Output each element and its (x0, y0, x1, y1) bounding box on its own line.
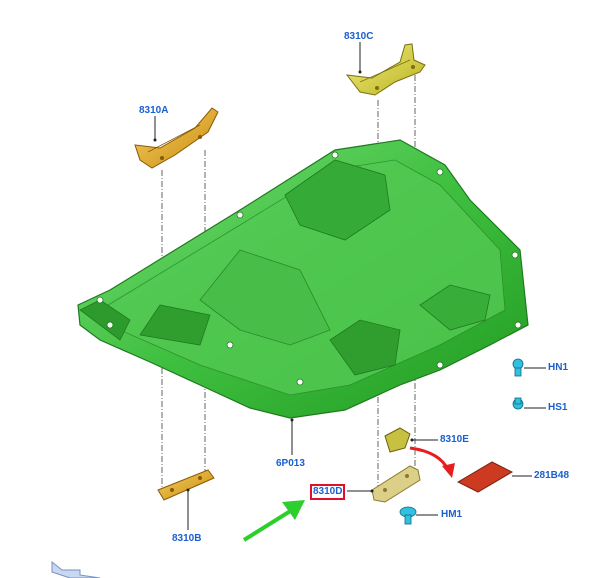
pad-281b48 (456, 461, 514, 493)
engine-undershield-6p013 (77, 139, 529, 419)
label-6p013: 6P013 (276, 458, 305, 469)
label-8310c: 8310C (344, 31, 374, 42)
clip-hn1 (512, 358, 524, 377)
clip-hm1 (399, 506, 417, 525)
label-hs1: HS1 (548, 402, 568, 413)
label-8310d: 8310D (310, 484, 346, 500)
clip-hs1 (512, 397, 524, 410)
label-8310b: 8310B (172, 533, 202, 544)
label-8310a: 8310A (139, 105, 169, 116)
label-8310e: 8310E (440, 434, 469, 445)
blue-arrow-icon (51, 560, 101, 578)
bracket-8310e (384, 427, 411, 453)
green-arrow-icon (242, 500, 305, 542)
bracket-8310d (371, 465, 421, 503)
label-hn1: HN1 (548, 362, 569, 373)
leader-lines (154, 42, 546, 530)
bracket-8310a (134, 107, 219, 169)
bracket-8310c (345, 43, 426, 96)
red-curved-arrow-icon (409, 446, 455, 478)
label-281b48: 281B48 (534, 470, 570, 481)
label-hm1: HM1 (441, 509, 463, 520)
bracket-8310b (157, 469, 215, 501)
